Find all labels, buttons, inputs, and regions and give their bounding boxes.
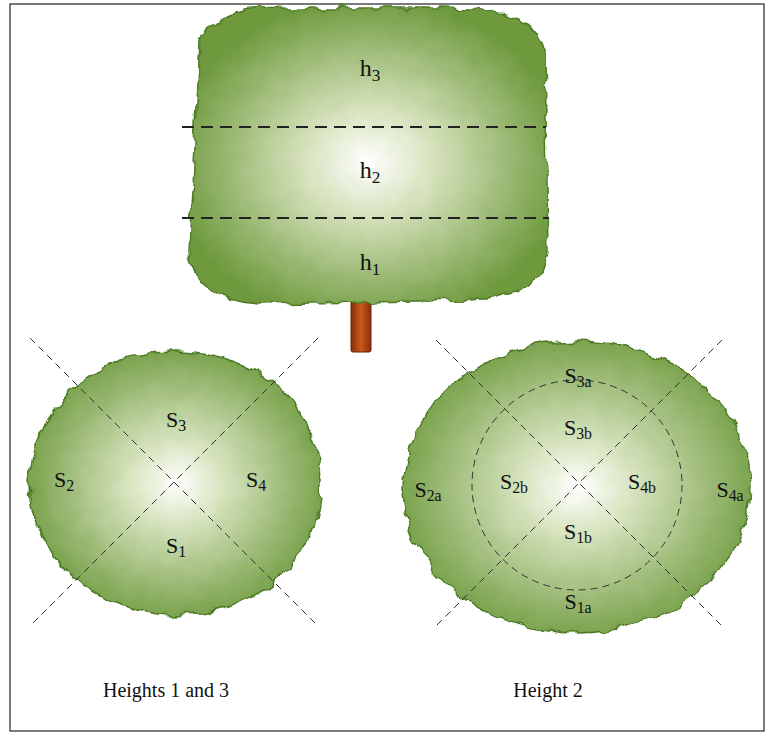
frame <box>10 4 764 731</box>
sector-divider <box>30 338 318 626</box>
crown-section <box>403 341 751 633</box>
panel-caption: Height 2 <box>513 680 582 700</box>
sector-label: S1a <box>564 591 591 613</box>
sector-label: S2a <box>414 479 441 501</box>
trunk <box>351 296 371 352</box>
sector-label: S4 <box>246 469 266 491</box>
sector-label: S1b <box>564 521 592 543</box>
sector-label: S2b <box>500 471 528 493</box>
sector-divider <box>436 340 722 626</box>
sector-label: S1 <box>166 535 186 557</box>
height-label: h3 <box>360 56 381 80</box>
height-divider <box>182 126 546 128</box>
sector-label: S3 <box>166 409 186 431</box>
height-divider <box>182 217 549 219</box>
panel-caption: Heights 1 and 3 <box>103 680 229 700</box>
height-label: h1 <box>360 250 381 274</box>
sector-label: S3b <box>564 417 592 439</box>
sector-label: S3a <box>564 365 591 387</box>
height-label: h2 <box>360 158 381 182</box>
sector-label: S4a <box>716 479 743 501</box>
sector-label: S4b <box>628 471 656 493</box>
tree-crown <box>190 8 548 304</box>
crown-section <box>30 351 322 615</box>
sector-divider <box>30 338 318 626</box>
sector-divider <box>436 340 722 626</box>
sector-label: S2 <box>54 469 74 491</box>
